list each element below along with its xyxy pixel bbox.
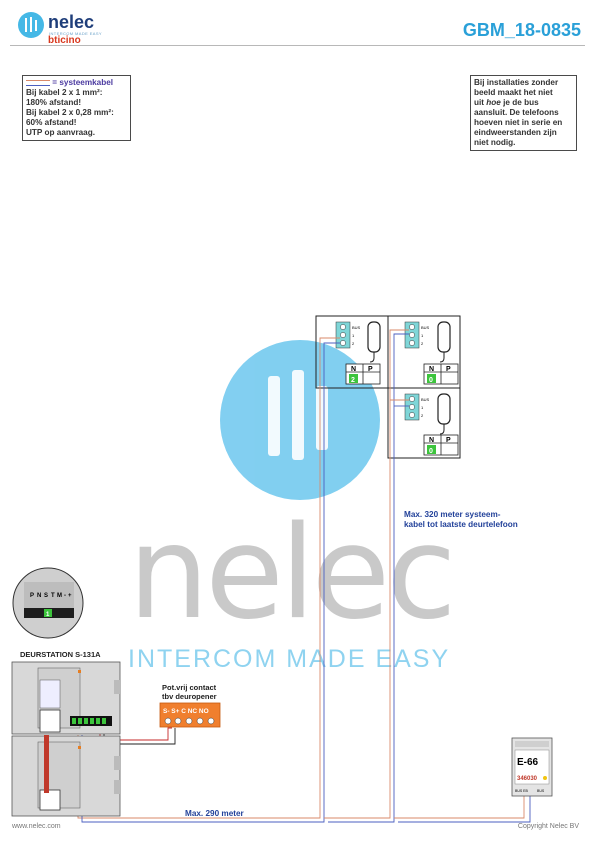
module-name: E-66 <box>517 757 539 768</box>
p-label: P <box>446 437 451 444</box>
p-label: P <box>368 366 373 373</box>
n-value: 0 <box>429 377 433 384</box>
logo-icon <box>18 12 44 38</box>
terminal-detail: P N S T M - + 1 <box>12 567 84 639</box>
detail-term: S <box>44 593 48 599</box>
phone-2: BUS 1 2 N P 0 <box>387 315 461 389</box>
note-line: Bij installaties zonder <box>474 78 559 87</box>
terminal-label: 1 <box>352 333 355 338</box>
module-code: 346030 <box>517 776 538 782</box>
footer-website: www.nelec.com <box>12 823 61 830</box>
watermark-tagline: INTERCOM MADE EASY <box>128 645 451 673</box>
detail-term: + <box>68 593 72 599</box>
logo-word: nelec <box>48 12 95 32</box>
note-line: Bij kabel 2 x 1 mm²: <box>26 88 103 97</box>
cable-legend-icon <box>26 79 50 86</box>
note-line: uit hoe je de bus <box>474 98 539 107</box>
terminal-label: BUS <box>352 325 361 330</box>
detail-term: P <box>30 593 34 599</box>
terminal-label: 2 <box>352 341 355 346</box>
relay-label-1: Pot.vrij contact <box>162 683 217 692</box>
terminal-label: 2 <box>421 341 424 346</box>
terminal-label: 2 <box>421 413 424 418</box>
n-label: N <box>429 366 434 373</box>
power-module: E-66 346030 BUS EB BUS <box>511 737 553 797</box>
module-terminal: BUS EB <box>515 789 529 793</box>
n-label: N <box>351 366 356 373</box>
max-320-label-1: Max. 320 meter systeem- <box>404 510 501 519</box>
watermark-word: nelec <box>128 499 457 648</box>
relay-terminals: S- S+ C NC NO <box>163 708 209 715</box>
detail-value: 1 <box>46 612 50 618</box>
p-label: P <box>446 366 451 373</box>
detail-term: T <box>51 593 55 599</box>
handset-icon <box>437 393 451 425</box>
logo-tagline: INTERCOM MADE EASY <box>49 31 102 36</box>
n-value: 0 <box>429 448 433 455</box>
note-line: 60% afstand! <box>26 118 77 127</box>
install-note: Bij installaties zonder beeld maakt het … <box>470 75 577 151</box>
handset-icon <box>367 321 381 353</box>
header-divider <box>10 45 585 46</box>
detail-term: M <box>57 593 62 599</box>
terminal-label: 1 <box>421 333 424 338</box>
note-line: UTP op aanvraag. <box>26 128 96 137</box>
cable-legend: = systeemkabel <box>26 78 127 88</box>
footer-copyright: Copyright Nelec BV <box>517 823 579 830</box>
terminal-label: BUS <box>421 397 430 402</box>
door-station-label: DEURSTATION S-131A <box>20 650 101 659</box>
door-station <box>11 661 121 817</box>
nelec-logo: nelec INTERCOM MADE EASY bticino <box>18 12 128 46</box>
note-line: niet nodig. <box>474 138 516 147</box>
detail-term: - <box>64 593 66 599</box>
note-line: hoeven niet in serie en <box>474 118 563 127</box>
cable-legend-label: = systeemkabel <box>52 78 114 87</box>
note-line: aansluit. De telefoons <box>474 108 559 117</box>
document-id: GBM_18-0835 <box>462 20 581 40</box>
n-label: N <box>429 437 434 444</box>
note-line: Bij kabel 2 x 0,28 mm²: <box>26 108 114 117</box>
max-320-label-2: kabel tot laatste deurtelefoon <box>404 520 518 529</box>
max-290-label: Max. 290 meter <box>185 809 244 818</box>
relay-contact: S- S+ C NC NO <box>159 702 221 728</box>
partner-logo: bticino <box>48 35 81 46</box>
module-terminal: BUS <box>537 789 545 793</box>
handset-icon <box>437 321 451 353</box>
note-line: beeld maakt het niet <box>474 88 553 97</box>
n-value: 2 <box>351 377 355 384</box>
terminal-label: BUS <box>421 325 430 330</box>
phone-3: BUS 1 2 N P 0 <box>387 387 461 459</box>
system-cable <box>77 329 531 823</box>
terminal-label: 1 <box>421 405 424 410</box>
relay-label-2: tbv deuropener <box>162 692 217 701</box>
phone-1: BUS 1 2 N P 2 <box>315 315 389 389</box>
note-line: 180% afstand! <box>26 98 82 107</box>
cable-note: = systeemkabel Bij kabel 2 x 1 mm²: 180%… <box>22 75 131 141</box>
note-line: eindweerstanden zijn <box>474 128 557 137</box>
detail-term: N <box>37 593 41 599</box>
